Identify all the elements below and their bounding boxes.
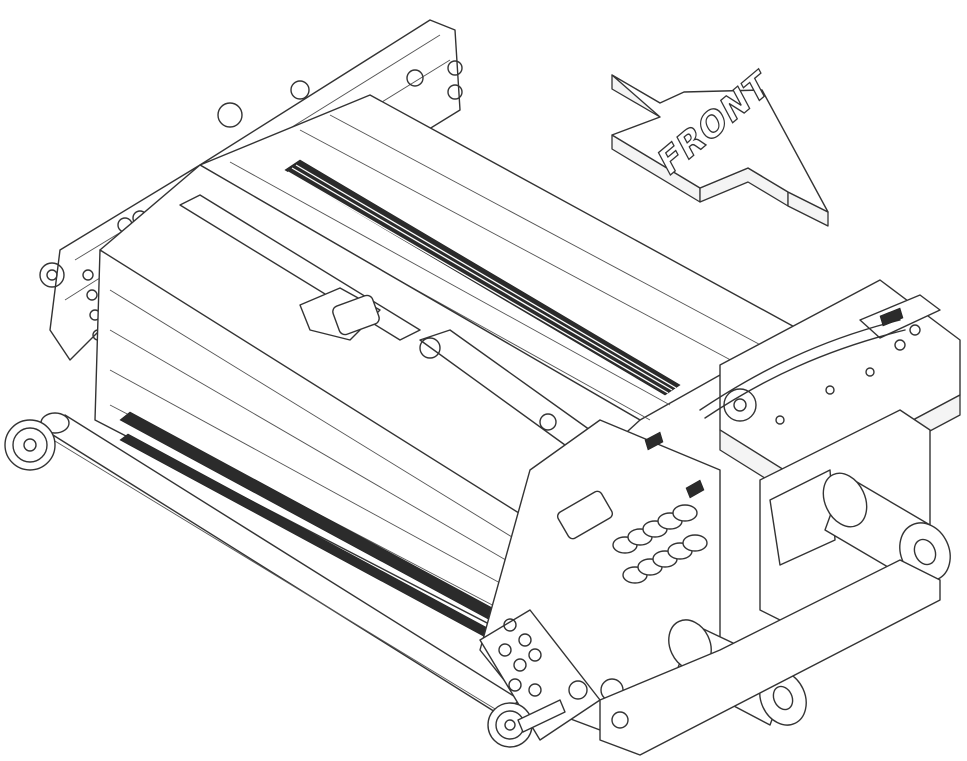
coil-spring-upper bbox=[612, 504, 698, 554]
base-plate bbox=[599, 559, 941, 756]
left-sprocket bbox=[4, 419, 56, 471]
hose-lines bbox=[644, 307, 906, 451]
front-sprocket bbox=[487, 699, 566, 748]
ribbed-grille bbox=[284, 159, 681, 396]
coil-spring-lower bbox=[622, 534, 708, 584]
drive-shaft-upper bbox=[822, 472, 951, 582]
cross-shaft bbox=[179, 194, 591, 446]
front-direction-arrow: FRONT bbox=[611, 62, 829, 227]
spring-assembly bbox=[556, 479, 708, 584]
front-rod bbox=[40, 412, 521, 716]
